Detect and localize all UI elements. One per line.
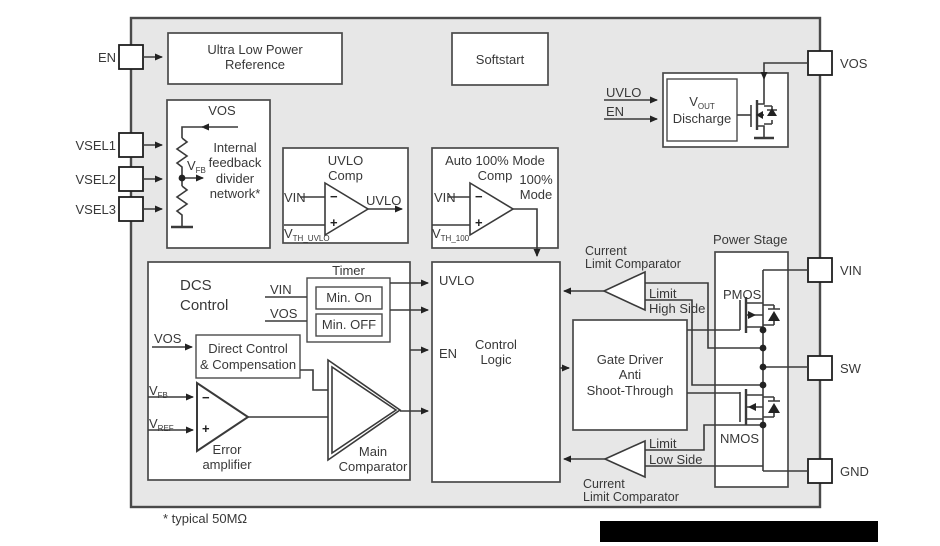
softstart-block — [451, 32, 549, 86]
mosfet-symbols — [748, 108, 780, 413]
vref-input-label: VREF — [149, 416, 174, 433]
vfb-input-label: VFB — [149, 383, 168, 400]
pin-label-sw: SW — [840, 361, 861, 376]
gate-driver-label: Gate Driver Anti Shoot-Through — [586, 352, 674, 398]
auto-100-comparator-triangle — [469, 181, 515, 237]
uvlo-comp-vth-label: VTH_UVLO — [284, 226, 330, 243]
comparator-shapes — [196, 181, 646, 479]
direct-control-block — [195, 334, 301, 379]
wires — [143, 53, 808, 472]
ls-side-label: Low Side — [649, 452, 703, 467]
uvlo-plus-sign: + — [330, 215, 338, 230]
main-comparator-triangle-inner — [331, 365, 398, 455]
discharge-inner-block — [666, 78, 738, 142]
feedback-network-label: Internal feedback divider network* — [208, 140, 262, 201]
auto-comp-vth-label: VTH_100 — [432, 226, 470, 243]
auto-minus-sign: − — [475, 189, 483, 204]
timer-label: Timer — [332, 263, 365, 278]
gate-driver-block — [572, 319, 688, 431]
vout-discharge-label: VOUT Discharge — [672, 93, 732, 127]
pin-label-gnd: GND — [840, 464, 869, 479]
control-logic-uvlo-label: UVLO — [439, 273, 475, 288]
pin-label-en: EN — [97, 50, 116, 65]
pmos-body-diode — [768, 311, 780, 321]
junction-dots — [178, 174, 767, 429]
timer-vos-label: VOS — [270, 306, 298, 321]
uvlo-comp-out-label: UVLO — [366, 193, 402, 208]
discharge-uvlo-in-label: UVLO — [606, 85, 642, 100]
hs-limit-comparator-triangle — [602, 270, 646, 312]
discharge-diode — [767, 108, 777, 116]
dcs-title: DCS Control — [180, 277, 229, 315]
ls-comparator-label: Current Limit Comparator — [583, 477, 679, 505]
direct-control-label: Direct Control & Compensation — [199, 341, 297, 372]
nmos-body-diode — [768, 403, 780, 413]
discharge-mosfet-arrow — [756, 111, 763, 119]
nmos-arrow — [748, 403, 756, 411]
control-logic-en-label: EN — [439, 346, 458, 361]
pin-vos — [807, 50, 833, 76]
reference-block — [167, 32, 343, 85]
pmos-arrow — [748, 311, 756, 319]
timer-vin-label: VIN — [270, 282, 292, 297]
pin-vsel3 — [118, 196, 144, 222]
hs-side-label: High Side — [649, 301, 706, 316]
pin-vsel2 — [118, 166, 144, 192]
dcs-vos-in-label: VOS — [154, 331, 182, 346]
redaction-bar — [600, 521, 878, 542]
pin-label-vsel2: VSEL2 — [75, 172, 116, 187]
reference-label: Ultra Low Power Reference — [207, 42, 303, 73]
ls-limit-label: Limit — [649, 436, 677, 451]
pin-sw — [807, 355, 833, 381]
feedback-divider-block — [166, 99, 271, 249]
erramp-plus-sign: + — [202, 421, 210, 436]
auto-comp-vin-label: VIN — [434, 190, 456, 205]
power-stage-block — [714, 251, 789, 488]
main-comparator-label: Main Comparator — [338, 444, 408, 475]
uvlo-comp-vin-label: VIN — [284, 190, 306, 205]
uvlo-minus-sign: − — [330, 189, 338, 204]
softstart-label: Softstart — [475, 52, 525, 67]
hs-comparator-label: Current Limit Comparator — [585, 244, 681, 272]
pin-en — [118, 44, 144, 70]
control-logic-block — [431, 261, 561, 483]
min-off-label: Min. OFF — [321, 317, 377, 333]
uvlo-comp-title: UVLO Comp — [327, 153, 364, 184]
pin-gnd — [807, 458, 833, 484]
pin-label-vos: VOS — [840, 56, 868, 71]
discharge-en-in-label: EN — [606, 104, 625, 119]
feedback-vos-label: VOS — [208, 103, 236, 118]
min-on-block — [315, 286, 383, 310]
auto-comp-title: Auto 100% Mode Comp — [445, 153, 545, 184]
power-stage-label: Power Stage — [713, 232, 788, 247]
error-amplifier-triangle — [196, 381, 250, 453]
hs-limit-label: Limit — [649, 286, 677, 301]
block-outlines — [147, 32, 789, 488]
main-comparator-triangle-outer — [327, 358, 402, 462]
vfb-node-label: VFB — [187, 158, 206, 175]
control-logic-title: Control Logic — [475, 337, 517, 368]
pmos-label: PMOS — [723, 287, 762, 302]
pin-label-vin: VIN — [840, 263, 862, 278]
uvlo-comparator-triangle — [324, 181, 370, 237]
nmos-label: NMOS — [720, 431, 759, 446]
min-off-block — [315, 313, 383, 337]
pin-vin — [807, 257, 833, 283]
erramp-minus-sign: − — [202, 390, 210, 405]
ls-limit-comparator-triangle — [603, 439, 646, 479]
pin-label-vsel3: VSEL3 — [75, 202, 116, 217]
min-on-label: Min. On — [326, 290, 372, 306]
pin-label-vsel1: VSEL1 — [75, 138, 116, 153]
pin-vsel1 — [118, 132, 144, 158]
auto-plus-sign: + — [475, 215, 483, 230]
error-amplifier-label: Error amplifier — [202, 442, 252, 473]
footnote: * typical 50MΩ — [163, 511, 248, 526]
auto-comp-out-label: 100% Mode — [519, 172, 553, 203]
